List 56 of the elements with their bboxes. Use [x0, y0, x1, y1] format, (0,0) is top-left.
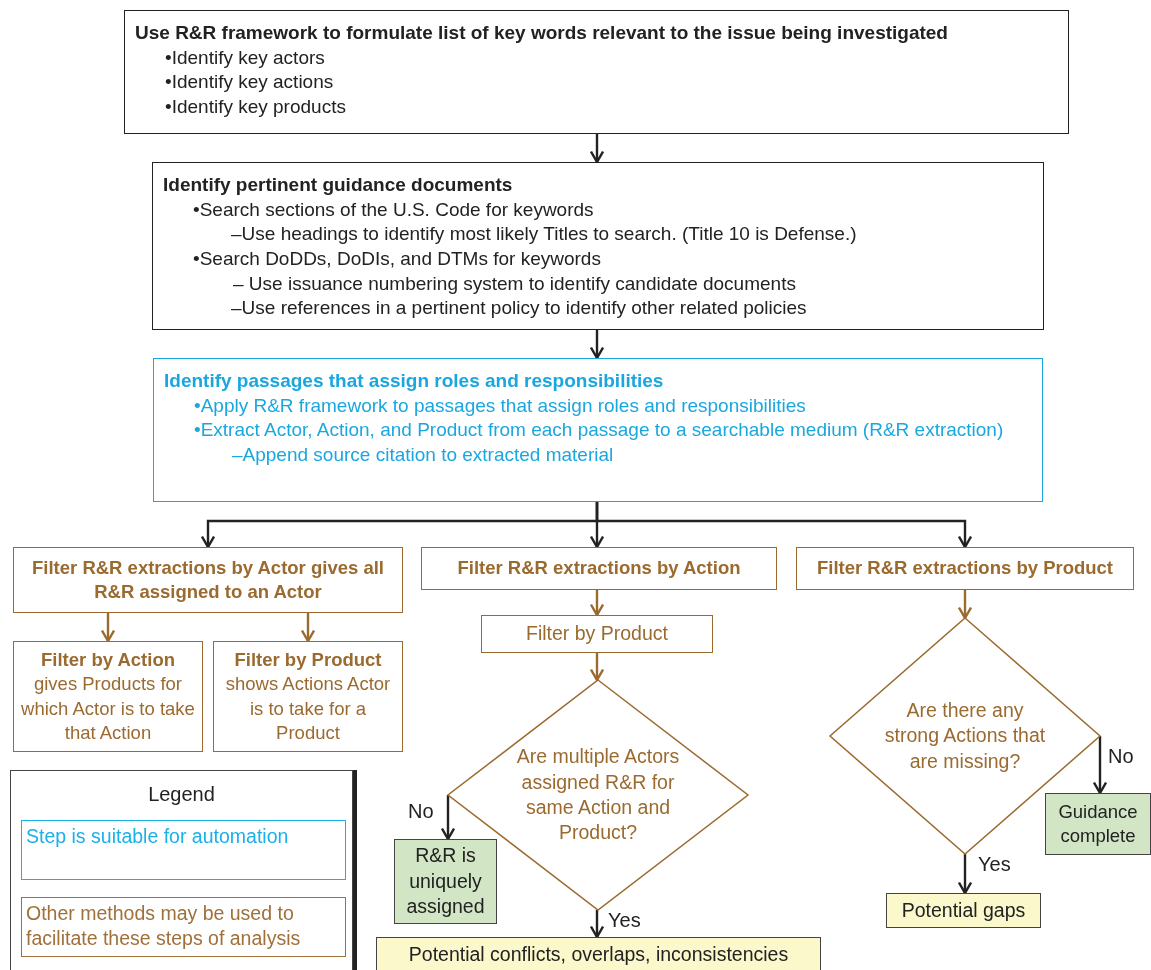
- arrow: [589, 653, 605, 682]
- box-heading: Identify pertinent guidance documents: [163, 173, 514, 197]
- result-box: [886, 893, 1041, 928]
- box-text: Guidance complete: [1057, 799, 1139, 848]
- process-box: [481, 615, 713, 653]
- arrow: [589, 590, 605, 617]
- legend-text: Other methods may be used to facilitate these steps of analysis: [26, 902, 301, 950]
- process-box: [124, 10, 1069, 134]
- bullet-item: •Apply R&R framework to passages that assign roles and responsibilities: [193, 393, 807, 418]
- process-box: [152, 162, 1044, 330]
- bullet-item: –Append source citation to extracted material: [231, 443, 615, 468]
- arrow: [595, 502, 973, 549]
- box-text: Filter R&R extractions by Action: [457, 556, 741, 581]
- arrow: [589, 134, 605, 164]
- box-text: Filter by Product: [234, 648, 382, 673]
- box-text: Filter R&R extractions by Actor gives all R&R assigned to an Actor: [31, 555, 385, 604]
- box-text: Potential gaps: [901, 897, 1026, 923]
- bullet-item: •Identify key actors: [164, 45, 326, 70]
- box-heading: Use R&R framework to formulate list of key words relevant to the issue being investigated: [135, 21, 949, 45]
- process-box: [796, 547, 1134, 590]
- arrow: [957, 854, 973, 895]
- box-text: R&R is uniquely assigned: [405, 843, 486, 920]
- bullet-item: •Search sections of the U.S. Code for keywords: [192, 197, 595, 222]
- bullet-item: •Identify key actions: [164, 70, 335, 95]
- arrow: [589, 910, 605, 939]
- outcome-box: [394, 839, 497, 924]
- legend-title: Legend: [147, 783, 216, 806]
- arrow: [440, 795, 456, 841]
- process-box: [421, 547, 777, 590]
- box-text: gives Products for which Actor is to take that Action: [20, 672, 196, 745]
- box-text: Filter by Action: [41, 648, 175, 673]
- process-box: [13, 641, 203, 752]
- box-heading: Identify passages that assign roles and responsibilities: [164, 369, 665, 393]
- box-text: shows Actions Actor is to take for a Product: [224, 672, 392, 745]
- arrow: [100, 613, 116, 643]
- bullet-item: •Extract Actor, Action, and Product from each passage to a searchable medium (R&R extraction): [193, 418, 1005, 443]
- process-box: [213, 641, 403, 752]
- box-text: Filter R&R extractions by Product: [816, 556, 1114, 581]
- result-box: [376, 937, 821, 970]
- arrow: [300, 613, 316, 643]
- bullet-item: – Use issuance numbering system to identify candidate documents: [232, 271, 797, 296]
- bullet-item: •Search DoDDs, DoDIs, and DTMs for keywords: [192, 247, 602, 272]
- process-box: [153, 358, 1043, 502]
- box-text: Are there any strong Actions that are missing?: [883, 698, 1047, 774]
- process-box: [13, 547, 403, 613]
- legend-text: Step is suitable for automation: [26, 825, 289, 847]
- bullet-item: •Identify key products: [164, 95, 347, 120]
- box-text: Are multiple Actors assigned R&R for same Action and Product?: [515, 744, 681, 846]
- bullet-item: –Use headings to identify most likely Titles to search. (Title 10 is Defense.): [230, 222, 858, 247]
- arrow: [957, 590, 973, 620]
- arrow: [589, 330, 605, 360]
- outcome-box: [1045, 793, 1151, 855]
- arrow: [1092, 736, 1108, 795]
- bullet-item: –Use references in a pertinent policy to identify other related policies: [230, 296, 808, 321]
- box-text: Potential conflicts, overlaps, inconsistencies: [408, 942, 789, 968]
- box-text: Filter by Product: [526, 621, 668, 647]
